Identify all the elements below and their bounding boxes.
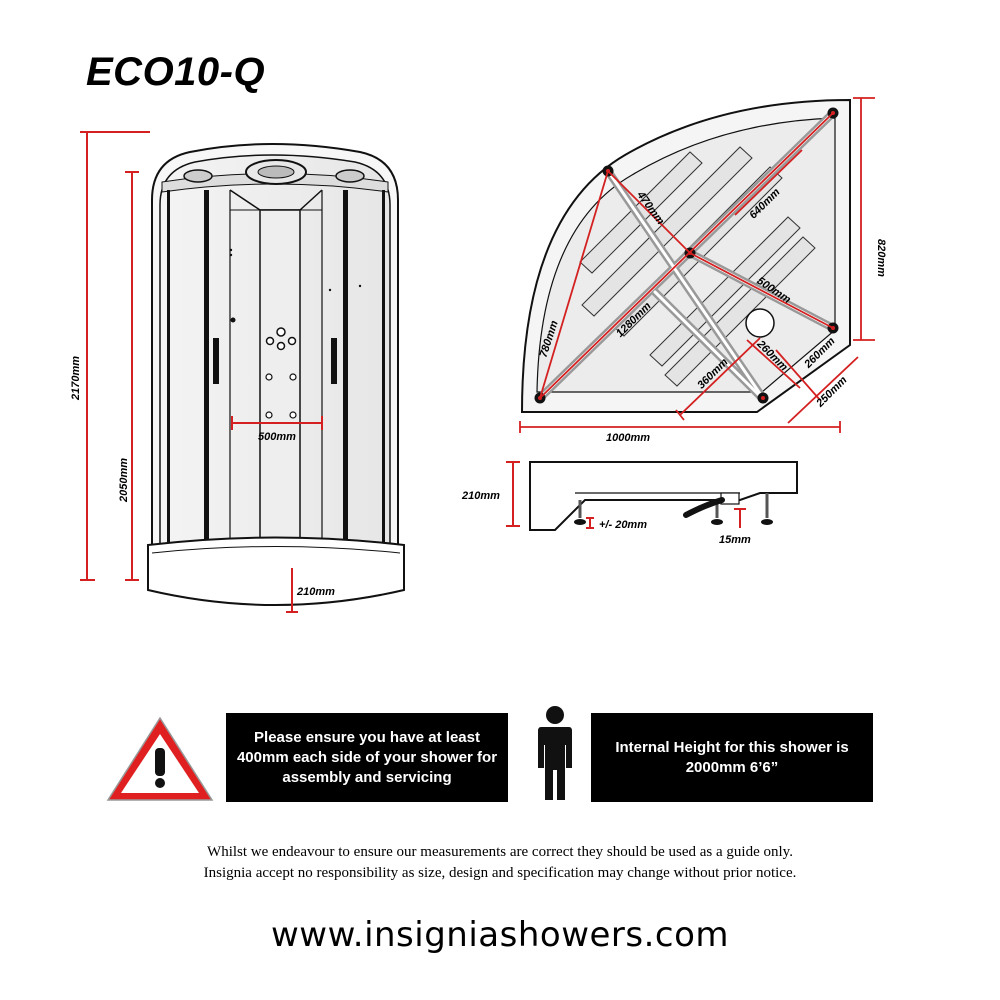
assembly-space-notice: Please ensure you have at least 400mm ea… xyxy=(226,713,508,802)
person-icon xyxy=(538,706,572,800)
dim-1000-label: 1000mm xyxy=(606,432,650,444)
website-url[interactable]: www.insigniashowers.com xyxy=(270,915,730,955)
disclaimer-line-2: Insignia accept no responsibility as siz… xyxy=(203,865,797,881)
height-total-label: 2170mm xyxy=(70,356,82,401)
dim-820-label: 820mm xyxy=(875,239,887,277)
tray-side-height-label: 210mm xyxy=(461,490,500,502)
warning-triangle-icon xyxy=(106,716,214,801)
tray-height-label: 210mm xyxy=(296,586,335,598)
plan-view-dimensions xyxy=(519,97,875,433)
side-view-dimensions xyxy=(506,461,746,529)
height-enclosure-label: 2050mm xyxy=(118,458,130,503)
front-view-dimensions xyxy=(80,131,323,613)
leg-adjust-label: +/- 20mm xyxy=(599,519,647,531)
internal-height-notice: Internal Height for this shower is 2000m… xyxy=(591,713,873,802)
disclaimer-line-1: Whilst we endeavour to ensure our measur… xyxy=(207,844,793,860)
dim-250-label: 250mm xyxy=(814,374,850,410)
product-title: ECO10-Q xyxy=(86,50,266,94)
width-inner-label: 500mm xyxy=(258,431,296,443)
front-view-drawing xyxy=(147,143,405,606)
plan-view-drawing xyxy=(520,98,851,413)
disclaimer: Whilst we endeavour to ensure our measur… xyxy=(100,842,900,884)
offset-label: 15mm xyxy=(719,534,751,546)
side-view-drawing xyxy=(529,461,798,531)
